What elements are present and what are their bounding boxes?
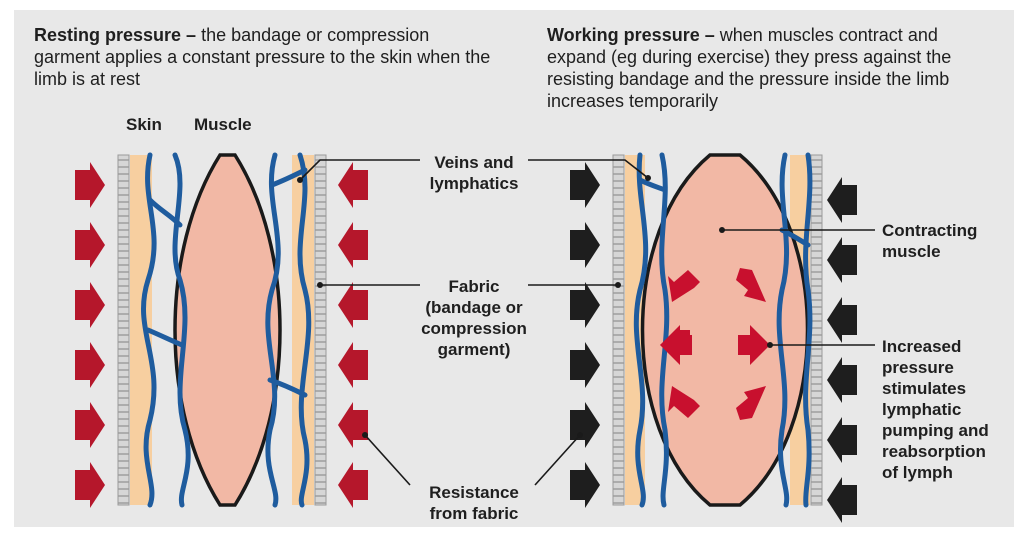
pressure-arrow [75,282,105,328]
pressure-arrow [827,477,857,523]
label-increased-pressure: Increased pressure stimulates lymphatic … [882,336,1010,483]
label-increased-line7: of lymph [882,462,1010,483]
label-increased-line2: pressure [882,357,1010,378]
pressure-arrow [338,462,368,508]
label-skin: Skin [126,114,162,135]
pressure-arrow [75,402,105,448]
label-contracting-muscle: Contracting muscle [882,220,1007,262]
pressure-arrow [827,357,857,403]
resting-pressure-arrows-left [75,162,105,508]
pressure-arrow [827,417,857,463]
working-pressure-caption: Working pressure – when muscles contract… [547,24,997,112]
label-resistance-line1: Resistance [410,482,538,503]
pressure-arrow [338,282,368,328]
right-fabric-outer [811,155,822,505]
pressure-arrow [827,297,857,343]
label-veins-lymphatics: Veins and lymphatics [420,152,528,194]
pressure-arrow [827,237,857,283]
label-increased-line3: stimulates [882,378,1010,399]
resting-limb-cross-section [75,155,368,508]
pressure-arrow [75,462,105,508]
pressure-arrow [338,222,368,268]
pressure-arrow [570,462,600,508]
label-muscle: Muscle [194,114,252,135]
resting-muscle [175,155,280,505]
label-increased-line5: pumping and [882,420,1010,441]
pressure-arrow [570,342,600,388]
label-contracting-line2: muscle [882,241,1007,262]
label-fabric: Fabric (bandage or compression garment) [410,276,538,360]
label-resistance-line2: from fabric [410,503,538,524]
working-pressure-heading: Working pressure – [547,25,715,45]
working-limb-cross-section [570,155,857,523]
pressure-arrow [75,342,105,388]
right-fabric-outer [315,155,326,505]
label-fabric-line1: Fabric [410,276,538,297]
pressure-arrow [338,402,368,448]
resting-pressure-caption: Resting pressure – the bandage or compre… [34,24,494,90]
pressure-arrow [75,162,105,208]
left-fabric-outer [118,155,129,505]
pressure-arrow [570,162,600,208]
resting-pressure-heading: Resting pressure – [34,25,196,45]
label-resistance: Resistance from fabric [410,482,538,524]
label-veins-line1: Veins and [420,152,528,173]
working-pressure-arrows-right [827,177,857,523]
pressure-arrow [338,342,368,388]
pressure-arrow [75,222,105,268]
pressure-arrow [338,162,368,208]
pressure-arrow [827,177,857,223]
working-pressure-arrows-left [570,162,600,508]
label-fabric-line3: compression [410,318,538,339]
label-increased-line6: reabsorption [882,441,1010,462]
label-increased-line1: Increased [882,336,1010,357]
pressure-arrow [570,222,600,268]
label-contracting-line1: Contracting [882,220,1007,241]
label-veins-line2: lymphatics [420,173,528,194]
label-fabric-line2: (bandage or [410,297,538,318]
resting-pressure-arrows-right [338,162,368,508]
label-increased-line4: lymphatic [882,399,1010,420]
leader-resistance-left [365,435,410,485]
label-fabric-line4: garment) [410,339,538,360]
pressure-arrow [570,282,600,328]
left-fabric-outer [613,155,624,505]
